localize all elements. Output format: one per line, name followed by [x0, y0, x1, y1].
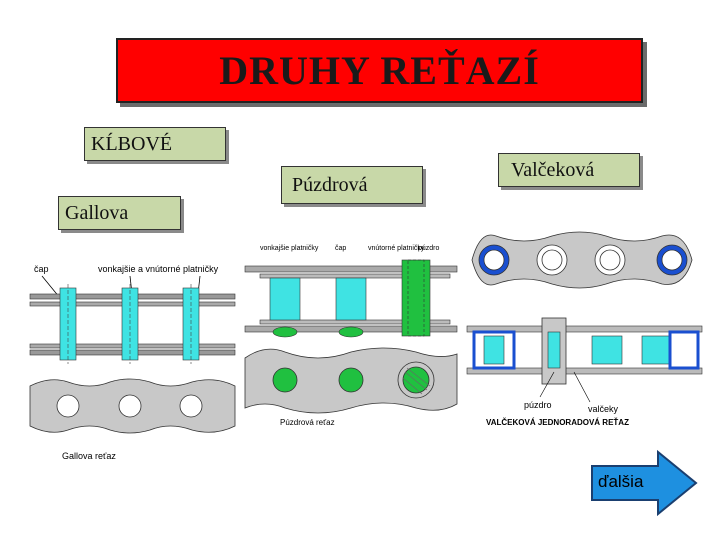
label-puzdrova-text: Púzdrová: [292, 173, 368, 196]
gallova-cap-label: čap: [34, 264, 49, 274]
title-banner: DRUHY REŤAZÍ: [116, 38, 643, 103]
next-button[interactable]: ďalšia: [590, 448, 700, 518]
puzdrova-cap-label: čap: [335, 245, 346, 252]
valcekova-chain-figure: púzdro valčeky VALČEKOVÁ JEDNORADOVÁ REŤ…: [466, 231, 703, 427]
label-puzdrova: Púzdrová: [281, 166, 423, 204]
label-valcekova-text: Valčeková: [511, 158, 595, 181]
puzdrova-bushing-label: púzdro: [418, 245, 440, 252]
next-button-label: ďalšia: [598, 472, 644, 491]
gallova-plates-label: vonkajšie a vnútorné platničky: [98, 264, 219, 274]
arrow-right-icon: [591, 449, 698, 517]
label-klbove-text: KĹBOVÉ: [91, 132, 173, 155]
puzdrova-caption: Púzdrová reťaz: [280, 418, 335, 427]
label-valcekova: Valčeková: [498, 153, 640, 187]
valcekova-bushing-label: púzdro: [524, 400, 552, 410]
label-gallova-text: Gallova: [65, 201, 129, 224]
puzdrova-inner-plates-label: vnútorné platničky: [368, 245, 425, 252]
page-title: DRUHY REŤAZÍ: [219, 48, 540, 93]
valcekova-caption: VALČEKOVÁ JEDNORADOVÁ REŤAZ: [486, 418, 629, 427]
gallova-chain-figure: čap vonkajšie a vnútorné platničky Gallo…: [29, 264, 236, 461]
puzdrova-outer-plates-label: vonkajšie platničky: [260, 245, 319, 252]
label-klbove: KĹBOVÉ: [84, 127, 226, 161]
puzdrova-chain-figure: vonkajšie platničky čap vnútorné platnič…: [244, 245, 458, 427]
label-gallova: Gallova: [58, 196, 181, 230]
gallova-caption: Gallova reťaz: [62, 451, 116, 461]
valcekova-rollers-label: valčeky: [588, 404, 619, 414]
